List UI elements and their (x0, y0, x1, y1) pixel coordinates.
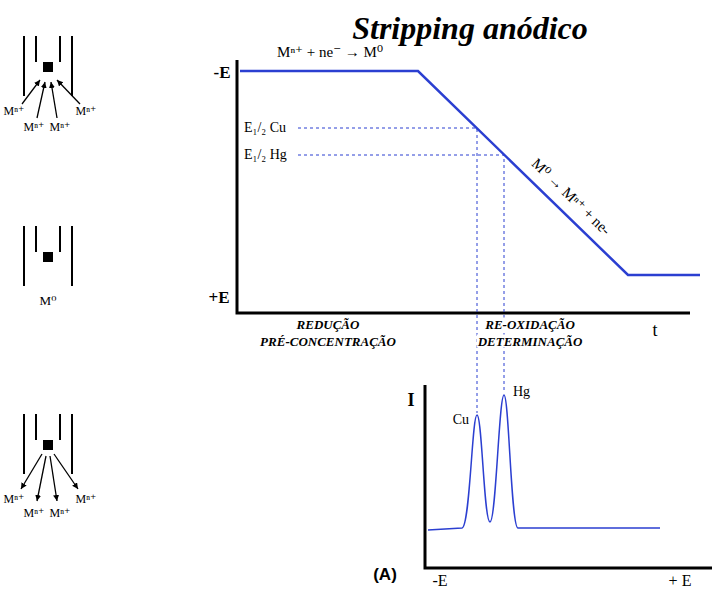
reaction-label: Mⁿ⁺ + ne⁻ → M⁰ (276, 45, 384, 60)
graph-axes (237, 60, 690, 313)
electrode-cell (24, 414, 72, 474)
stage-label: RE-OXIDAÇÃO (484, 318, 576, 331)
axis-label: + E (668, 573, 693, 589)
arrow (21, 454, 42, 489)
ion-arrows (22, 80, 80, 118)
potential-ramp (240, 71, 700, 275)
stage-label: DETERMINAÇÃO (477, 335, 584, 348)
arrow (50, 456, 57, 501)
ion-arrows (21, 454, 78, 501)
half-wave-guides (298, 128, 504, 413)
slide-title: Stripping anódico (351, 12, 589, 44)
arrow (54, 454, 78, 489)
peak-label: Hg (512, 385, 531, 399)
cu-guide (298, 128, 477, 413)
metal-label: M⁰ (39, 294, 58, 307)
cell-walls (24, 226, 72, 286)
ion-label: Mⁿ⁺ (3, 105, 26, 117)
ion-label: Mⁿ⁺ (49, 121, 72, 133)
ion-label: Mⁿ⁺ (75, 105, 98, 117)
ion-label: Mⁿ⁺ (23, 507, 46, 519)
voltammogram-axes (425, 385, 712, 568)
hg-guide (298, 155, 504, 393)
axis-label: -E (431, 573, 448, 589)
potential-label: E₁/₂ Hg (243, 148, 288, 162)
arrow (37, 82, 45, 118)
ion-label: Mⁿ⁺ (3, 493, 26, 505)
cell-walls (24, 414, 72, 474)
axis-label: +E (207, 289, 230, 306)
ion-label: Mⁿ⁺ (49, 507, 72, 519)
peak-label: Cu (452, 413, 470, 427)
figure-caption: (A) (372, 566, 398, 583)
arrow (22, 80, 40, 104)
electrode (43, 252, 53, 262)
reaction-label: M⁰ → Mⁿ⁺ + ne- (528, 155, 614, 239)
electrode (43, 440, 53, 450)
arrow (57, 80, 80, 104)
ion-label: Mⁿ⁺ (75, 493, 98, 505)
electrode-cell (24, 226, 72, 286)
potential-label: E₁/₂ Cu (243, 121, 287, 135)
arrow (37, 456, 46, 501)
electrode (43, 62, 53, 72)
cell-walls (24, 36, 72, 96)
electrode-cell (22, 36, 80, 118)
axis-label: -E (213, 64, 232, 81)
ion-label: Mⁿ⁺ (23, 121, 46, 133)
axis-label: t (651, 321, 658, 339)
stage-label: PRÉ-CONCENTRAÇÃO (259, 335, 397, 348)
axis-label: I (406, 391, 415, 409)
stage-label: REDUÇÃO (296, 318, 361, 331)
arrow (51, 82, 57, 118)
stripping-peaks (428, 395, 660, 530)
